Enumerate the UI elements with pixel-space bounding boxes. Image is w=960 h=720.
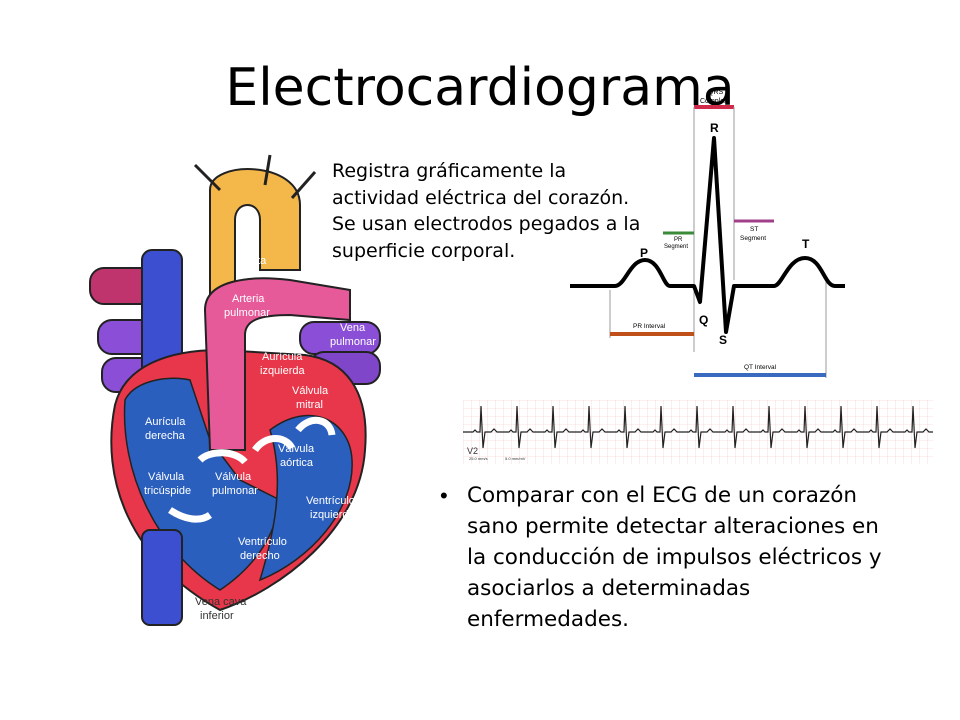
wave-t-label: T bbox=[802, 237, 810, 251]
bullet-text: Comparar con el ECG de un corazón sano p… bbox=[467, 483, 882, 632]
wave-s-label: S bbox=[719, 333, 727, 347]
wave-labels: P Q R S T bbox=[640, 121, 810, 347]
label-aorta: Aorta bbox=[240, 255, 267, 267]
description-paragraph: Registra gráficamente la actividad eléct… bbox=[332, 160, 641, 262]
strip-speed-label: 25.0 mm/s bbox=[469, 456, 488, 461]
left-ventricle bbox=[258, 414, 353, 582]
wave-q-label: Q bbox=[699, 313, 708, 327]
ecg-trace bbox=[570, 136, 845, 334]
ecg-strip: V2 25.0 mm/s 5.0 mm/mV bbox=[463, 400, 933, 464]
bullet-dot-icon: • bbox=[440, 483, 448, 508]
strip-lead-label: V2 bbox=[467, 446, 478, 456]
strip-trace bbox=[463, 405, 933, 449]
qt-interval-label: QT Interval bbox=[744, 364, 777, 371]
wave-r-label: R bbox=[710, 121, 719, 135]
pulmonary-artery bbox=[203, 277, 351, 451]
pr-interval-label: PR Interval bbox=[633, 323, 666, 330]
right-chambers bbox=[123, 377, 281, 591]
wave-p-label: P bbox=[640, 246, 648, 260]
strip-gain-label: 5.0 mm/mV bbox=[505, 456, 526, 461]
inferior-vena-cava bbox=[141, 529, 183, 626]
slide-title: Electrocardiograma bbox=[225, 58, 735, 118]
